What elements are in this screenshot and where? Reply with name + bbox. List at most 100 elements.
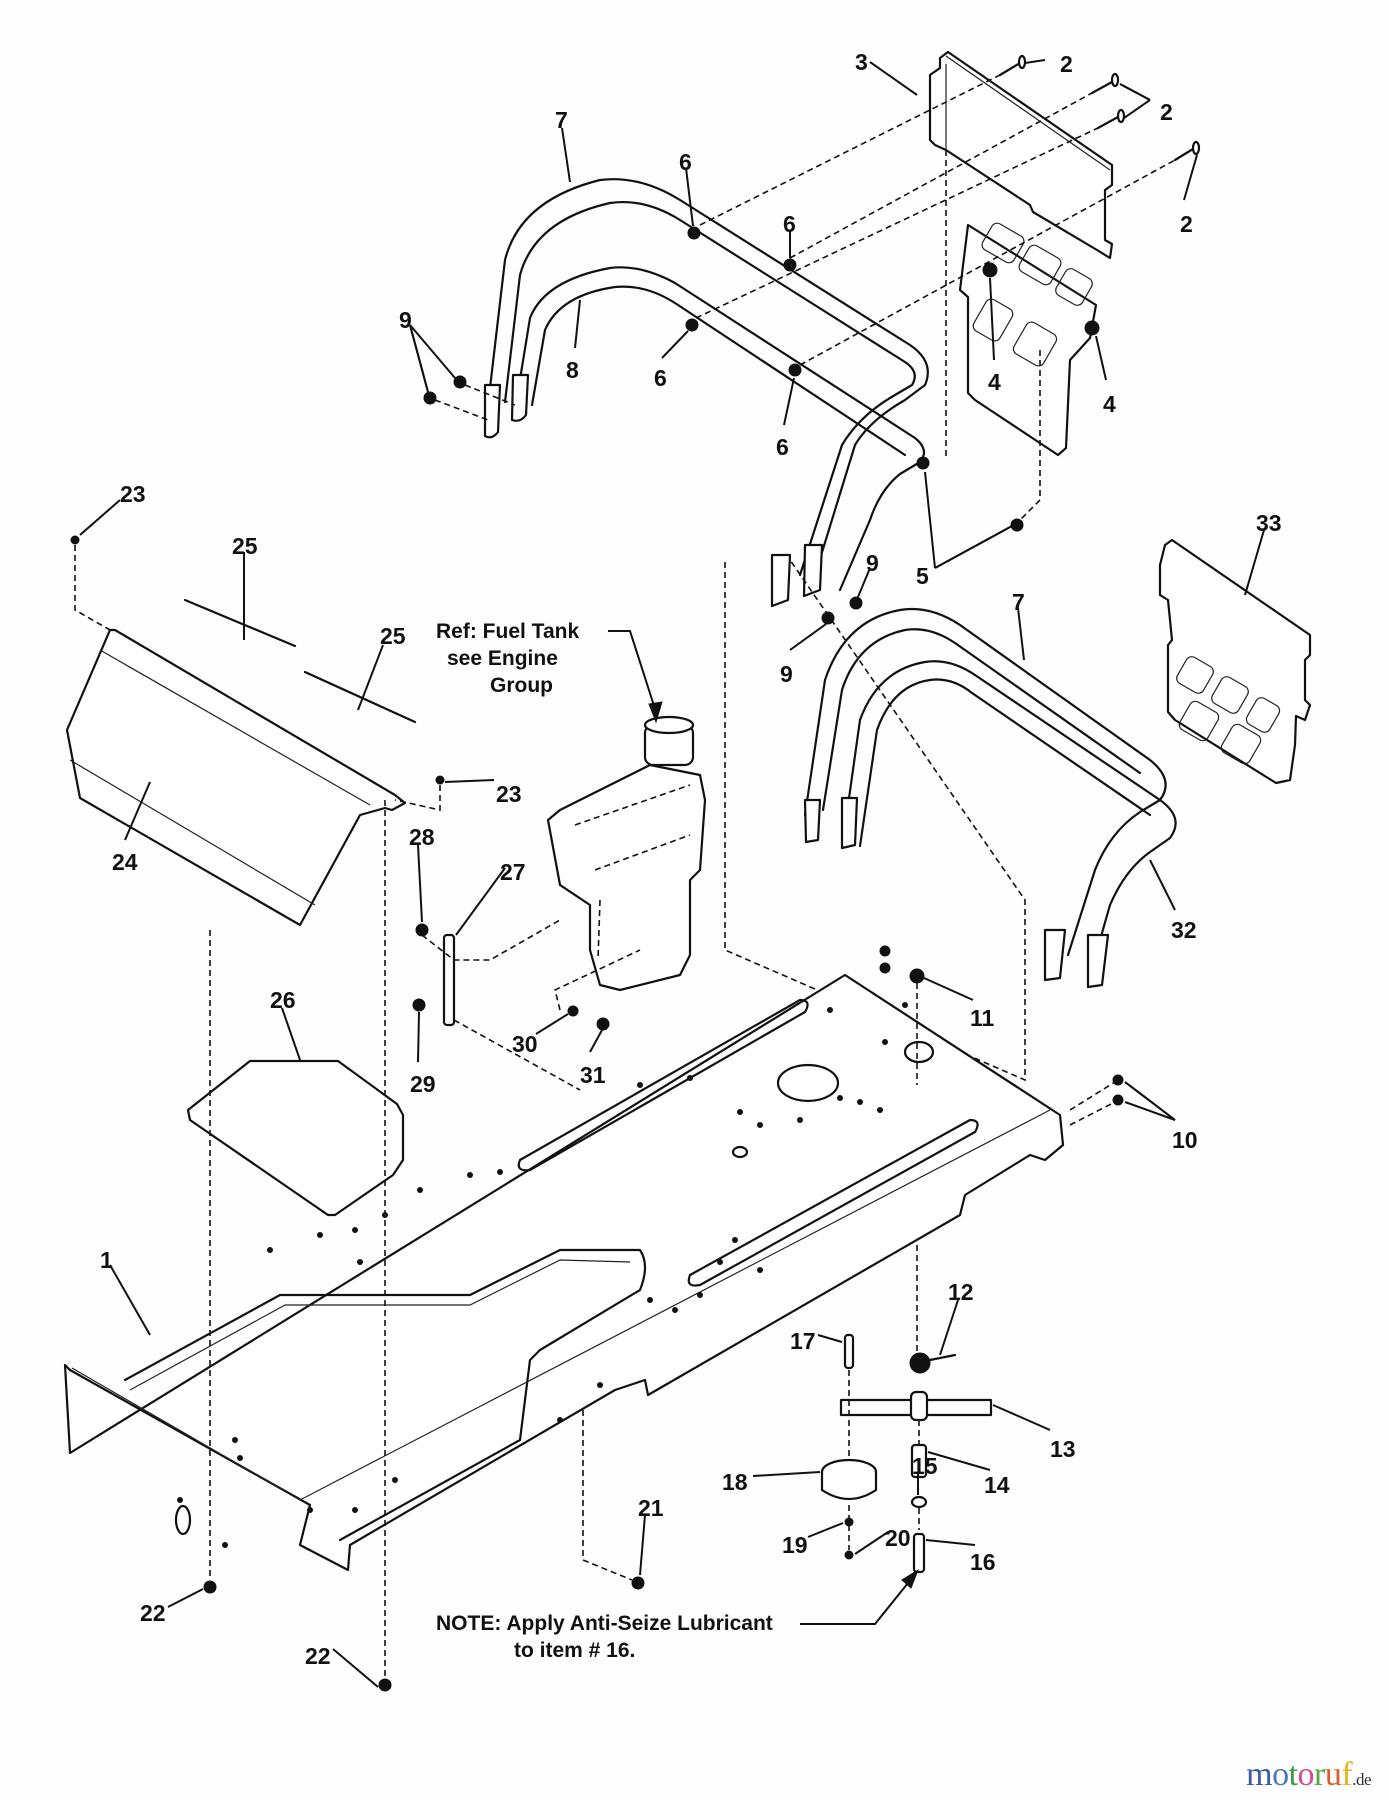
frame-hole: [352, 1227, 358, 1233]
leader-line-28: [417, 844, 423, 923]
leader-line-6: [685, 167, 694, 227]
screw-item-23: [70, 535, 445, 811]
arrowhead-icon: [648, 701, 663, 724]
callout-label-2: 2: [1180, 211, 1193, 237]
leader-line-29: [417, 1011, 420, 1063]
callout-label-10: 10: [1172, 1127, 1198, 1153]
leader-line-23: [444, 779, 495, 783]
callout-label-29: 29: [410, 1071, 436, 1097]
frame-hole: [307, 1507, 313, 1513]
callout-label-20: 20: [885, 1525, 911, 1551]
callout-label-33: 33: [1256, 510, 1282, 536]
leader-line-22: [332, 1648, 379, 1688]
leader-line-9: [789, 623, 827, 651]
callout-label-21: 21: [638, 1495, 664, 1521]
frame-hole: [317, 1232, 323, 1238]
frame-hole: [672, 1307, 678, 1313]
leader-line-7: [561, 127, 571, 183]
frame-hole: [647, 1297, 653, 1303]
rops-lower-hoop-part-8: [513, 266, 926, 592]
callout-label-25: 25: [232, 533, 258, 559]
leader-line-30: [535, 1013, 569, 1035]
frame-part-1: [63, 973, 1065, 1572]
frame-hole: [352, 1507, 358, 1513]
watermark-letter: o: [1297, 1756, 1315, 1793]
leader-line-3: [869, 61, 918, 96]
watermark-letters: motoruf: [1246, 1756, 1353, 1793]
leader-line-24: [124, 781, 151, 841]
idler-assembly: [820, 1245, 993, 1574]
frame-hole: [267, 1247, 273, 1253]
fuel-tank-reference: [546, 715, 707, 992]
heat-shield-part-26: [186, 1059, 405, 1217]
leader-line-26: [281, 1007, 301, 1061]
motoruf-watermark: motoruf.de: [1246, 1756, 1371, 1794]
callout-label-23: 23: [496, 781, 522, 807]
callout-label-19: 19: [782, 1532, 808, 1558]
leader-line-2: [1024, 59, 1046, 64]
callout-label-6: 6: [776, 434, 789, 460]
fuel-tank-ref-note: Ref: Fuel Tank see Engine Group: [436, 620, 663, 724]
bolt-item-9: [423, 375, 863, 625]
frame-hole: [357, 1259, 363, 1265]
frame-hole: [222, 1542, 228, 1548]
callout-label-8: 8: [566, 357, 579, 383]
leader-line-25: [357, 644, 384, 711]
tank-strap-part-27: [442, 933, 456, 1027]
frame-hole: [597, 1382, 603, 1388]
callout-label-7: 7: [555, 107, 568, 133]
leader-line-22: [167, 1588, 204, 1608]
callout-label-2: 2: [1160, 99, 1173, 125]
frame-hole: [797, 1117, 803, 1123]
callout-label-13: 13: [1050, 1436, 1076, 1462]
rops-gusset-plate: [958, 222, 1098, 457]
callout-label-32: 32: [1171, 917, 1197, 943]
frame-hole: [902, 1002, 908, 1008]
callout-label-23: 23: [120, 481, 146, 507]
watermark-letter: u: [1324, 1756, 1342, 1793]
bolt-item-10: [879, 945, 1124, 1126]
frame-hole: [882, 1039, 888, 1045]
callout-label-7: 7: [1012, 589, 1025, 615]
leader-line-21: [639, 1514, 646, 1576]
watermark-tld: .de: [1352, 1770, 1371, 1789]
nuts-items-21-22: [203, 800, 645, 1692]
callout-label-17: 17: [790, 1328, 816, 1354]
leader-line-20: [854, 1531, 889, 1555]
callout-label-6: 6: [679, 149, 692, 175]
callout-label-27: 27: [500, 859, 526, 885]
leader-line-7: [1017, 607, 1025, 661]
callout-label-25: 25: [380, 623, 406, 649]
frame-hole: [732, 1237, 738, 1243]
rops-upper-hoop-part-7: [486, 178, 929, 592]
leader-line-5: [924, 471, 936, 569]
callout-label-6: 6: [654, 365, 667, 391]
frame-hole: [392, 1477, 398, 1483]
callout-label-9: 9: [780, 661, 793, 687]
callout-label-4: 4: [1103, 391, 1116, 417]
frame-hole: [757, 1267, 763, 1273]
leader-line-11: [923, 977, 974, 1001]
frame-hole: [697, 1292, 703, 1298]
watermark-letter: m: [1246, 1756, 1273, 1793]
leader-line-31: [589, 1029, 603, 1053]
callout-label-12: 12: [948, 1279, 974, 1305]
ref-note-line2: see Engine: [447, 647, 558, 670]
hood-panel-part-24: [65, 628, 407, 927]
callout-label-31: 31: [580, 1062, 606, 1088]
frame-hole: [467, 1172, 473, 1178]
callout-label-9: 9: [866, 550, 879, 576]
hoop-end-brackets: [483, 373, 824, 608]
leader-line-14: [927, 1451, 991, 1471]
nut-item-11: [909, 968, 925, 1085]
ref-note-line1: Ref: Fuel Tank: [436, 620, 579, 643]
frame-hole: [497, 1169, 503, 1175]
leader-line-6: [661, 330, 689, 359]
leader-line-23: [79, 499, 121, 536]
lube-note-line2: to item # 16.: [514, 1639, 635, 1662]
leader-line-9: [409, 324, 456, 379]
callout-label-3: 3: [855, 49, 868, 75]
frame-hole: [232, 1437, 238, 1443]
leader-line-9: [857, 567, 871, 598]
